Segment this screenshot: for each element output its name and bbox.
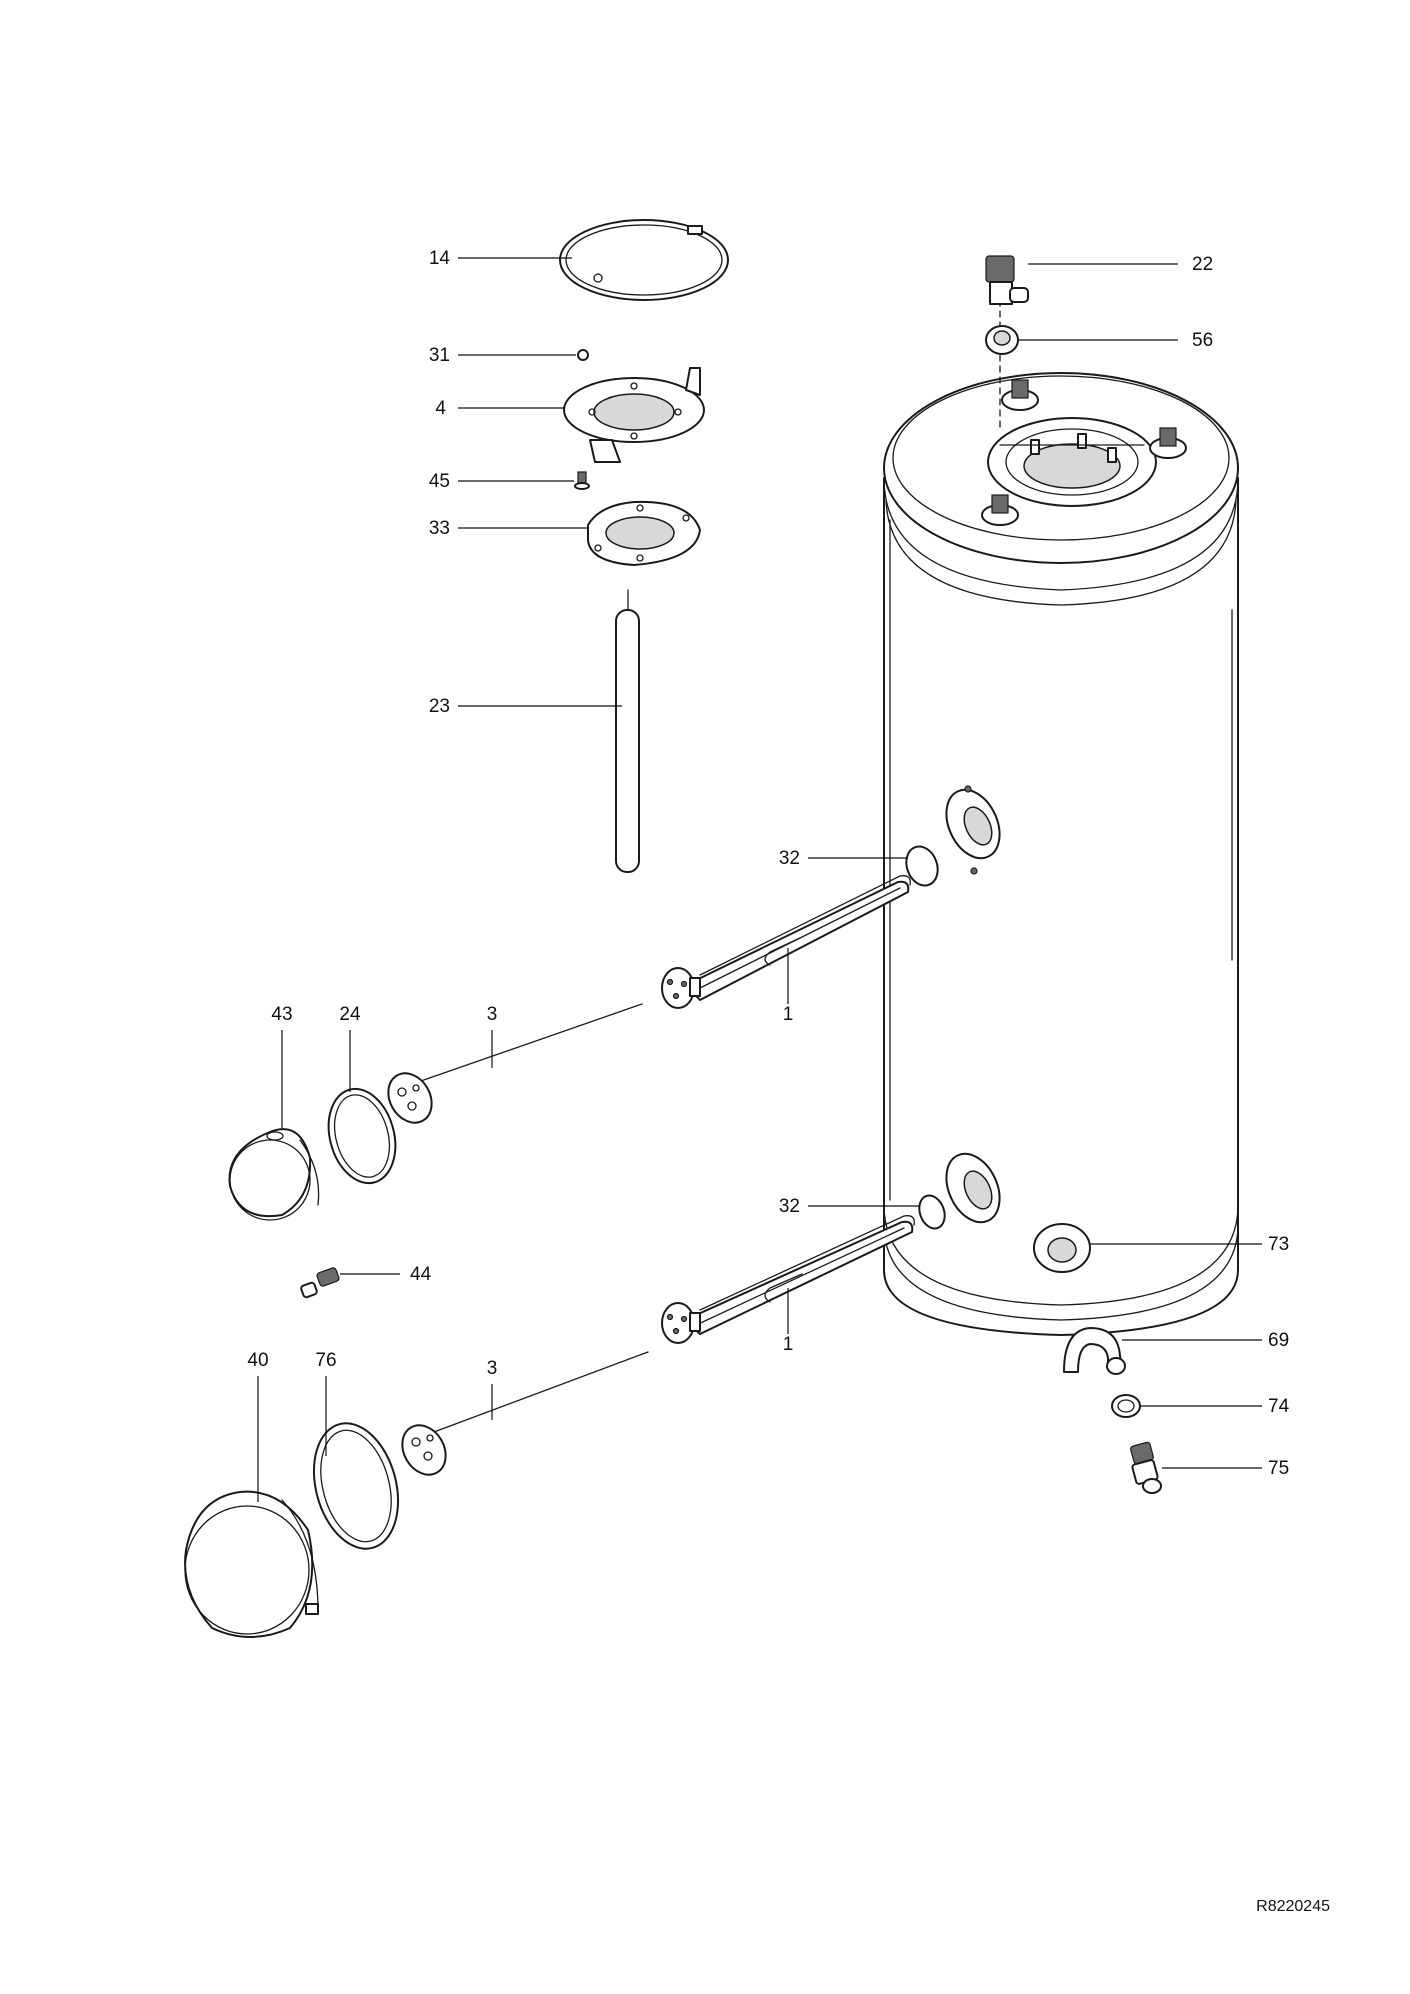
callout-45: 45 [429,471,450,492]
callout-23: 23 [429,696,450,717]
drawing-reference: R8220245 [1256,1898,1330,1915]
part-3-thermostat-upper [387,1003,643,1124]
part-4-clamp-plate [563,367,705,463]
leader-lines [257,257,1262,1502]
callout-56: 56 [1192,330,1213,351]
top-port-rear [1001,379,1039,411]
part-23-anode-rod [615,589,640,873]
part-32-seal-upper [905,845,939,887]
callout-32-upper: 32 [779,848,800,869]
part-31-nut [577,349,589,361]
callout-33: 33 [429,518,450,539]
drain-boss [1033,1223,1091,1273]
cylinder-tank [883,372,1239,1336]
callout-69: 69 [1268,1330,1289,1351]
part-76-ring-lower [312,1422,400,1550]
part-1-immersion-heater-upper [661,875,911,1009]
callout-73: 73 [1268,1234,1289,1255]
lower-element-boss [945,1152,1001,1224]
part-44-plug [300,1267,340,1299]
top-port-front [981,494,1019,526]
callout-1-upper: 1 [783,1004,794,1025]
part-33-gasket [587,500,701,566]
part-56-adapter [985,325,1019,355]
part-3-thermostat-lower [401,1351,649,1476]
part-43-cover-cap-upper [228,1128,320,1221]
top-port-right [1149,427,1187,459]
callout-1-lower: 1 [783,1334,794,1355]
part-45-screw [574,471,590,490]
part-1-immersion-heater-lower [661,1215,915,1344]
part-75-drain-valve [1130,1441,1162,1494]
callout-3-upper: 3 [487,1004,498,1025]
callout-44: 44 [410,1264,432,1285]
callout-76: 76 [315,1350,336,1371]
callout-40: 40 [247,1350,268,1371]
callout-74: 74 [1268,1396,1290,1417]
callout-14: 14 [429,248,451,269]
callout-labels: 14 31 4 45 33 23 22 56 32 32 1 1 43 24 3… [247,248,1289,1479]
part-32-seal-lower [918,1194,946,1230]
part-74-washer [1111,1394,1141,1418]
part-14-cover-ring [559,219,729,301]
callout-31: 31 [429,345,450,366]
part-69-drain-pipe [1063,1327,1126,1375]
callout-32-lower: 32 [779,1196,800,1217]
part-22-safety-valve [985,255,1029,305]
callout-3-lower: 3 [487,1358,498,1379]
upper-element-boss [945,785,1001,875]
callout-4: 4 [435,398,446,419]
part-40-cover-cap-lower [184,1490,319,1638]
callout-43: 43 [271,1004,292,1025]
callout-24: 24 [339,1004,361,1025]
callout-22: 22 [1192,254,1213,275]
callout-75: 75 [1268,1458,1289,1479]
